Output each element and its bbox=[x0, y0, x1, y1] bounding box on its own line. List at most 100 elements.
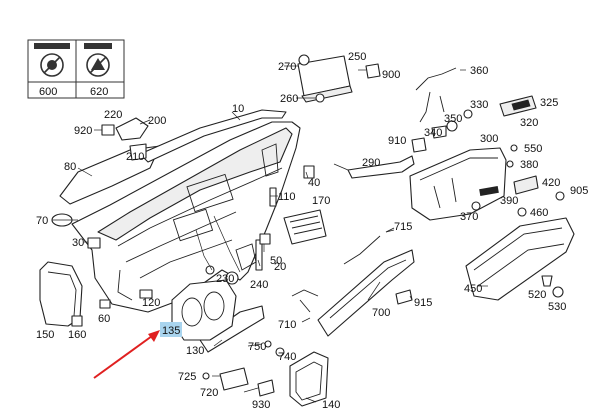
label-30: 30 bbox=[72, 237, 84, 249]
part-550-shape bbox=[510, 144, 518, 152]
part-210-shape bbox=[129, 143, 147, 161]
part-915-shape bbox=[395, 289, 413, 305]
part-250-shape bbox=[297, 54, 353, 103]
label-240: 240 bbox=[250, 279, 268, 291]
label-70: 70 bbox=[36, 215, 48, 227]
label-390: 390 bbox=[500, 195, 518, 207]
part-715-wire bbox=[343, 227, 395, 265]
part-110-shape bbox=[269, 187, 277, 207]
label-110: 110 bbox=[278, 191, 296, 203]
label-320: 320 bbox=[520, 117, 538, 129]
label-80: 80 bbox=[64, 161, 76, 173]
label-170: 170 bbox=[312, 195, 330, 207]
label-270: 270 bbox=[278, 61, 296, 73]
label-150: 150 bbox=[36, 329, 54, 341]
label-420: 420 bbox=[542, 177, 560, 189]
label-700: 700 bbox=[372, 307, 390, 319]
part-320-shape bbox=[499, 95, 537, 117]
legend-620: 620 bbox=[90, 86, 108, 98]
part-260-shape bbox=[315, 93, 325, 103]
label-750: 750 bbox=[248, 341, 266, 353]
part-700-shape bbox=[317, 249, 415, 337]
label-450: 450 bbox=[464, 283, 482, 295]
part-130-shape bbox=[199, 305, 265, 353]
part-920-shape bbox=[101, 124, 115, 136]
part-160-shape bbox=[71, 315, 83, 327]
part-530-shape bbox=[552, 286, 564, 298]
label-370: 370 bbox=[460, 211, 478, 223]
part-labels: 10 20 30 40 50 60 70 80 110 120 130 135 … bbox=[36, 51, 588, 411]
part-240-shape bbox=[225, 271, 239, 285]
label-720: 720 bbox=[200, 387, 218, 399]
part-290-shape bbox=[347, 155, 415, 179]
airbag-label-icon bbox=[34, 43, 70, 77]
part-900-shape bbox=[365, 63, 381, 79]
legend-boxes: 600 620 bbox=[27, 39, 125, 99]
part-420-shape bbox=[513, 175, 539, 195]
part-50-shape bbox=[259, 233, 271, 245]
part-520-shape bbox=[541, 275, 553, 287]
label-290: 290 bbox=[362, 157, 380, 169]
label-160: 160 bbox=[68, 329, 86, 341]
label-50: 50 bbox=[270, 255, 282, 267]
label-550: 550 bbox=[524, 143, 542, 155]
part-910-shape bbox=[411, 137, 427, 153]
label-325: 325 bbox=[540, 97, 558, 109]
label-230: 230 bbox=[216, 273, 234, 285]
label-300: 300 bbox=[480, 133, 498, 145]
center-console bbox=[409, 147, 507, 221]
part-340-shape bbox=[431, 125, 447, 139]
part-140-shape bbox=[289, 351, 329, 407]
label-740: 740 bbox=[278, 351, 296, 363]
warning-label-icon bbox=[84, 43, 112, 77]
label-10: 10 bbox=[232, 103, 244, 115]
label-910: 910 bbox=[388, 135, 406, 147]
part-740-shape bbox=[275, 347, 285, 357]
label-715: 715 bbox=[394, 221, 412, 233]
part-370-shape bbox=[471, 201, 481, 211]
part-200-shape bbox=[115, 117, 149, 141]
label-380: 380 bbox=[520, 159, 538, 171]
label-60: 60 bbox=[98, 313, 110, 325]
part-905-shape bbox=[555, 191, 565, 201]
part-40-shape bbox=[303, 165, 315, 179]
part-170-shape bbox=[283, 209, 327, 245]
label-210: 210 bbox=[126, 151, 144, 163]
label-710: 710 bbox=[278, 319, 296, 331]
part-450-shape bbox=[465, 217, 575, 301]
label-900: 900 bbox=[382, 69, 400, 81]
label-330: 330 bbox=[470, 99, 488, 111]
label-725: 725 bbox=[178, 371, 196, 383]
label-120: 120 bbox=[142, 297, 160, 309]
part-60-shape bbox=[99, 299, 111, 309]
part-380-shape bbox=[506, 160, 514, 168]
label-40: 40 bbox=[308, 177, 320, 189]
label-460: 460 bbox=[530, 207, 548, 219]
label-350: 350 bbox=[444, 113, 462, 125]
part-30-shape bbox=[87, 237, 101, 249]
part-710-wire bbox=[291, 289, 319, 313]
label-530: 530 bbox=[548, 301, 566, 313]
part-350-shape bbox=[446, 120, 458, 132]
label-340: 340 bbox=[424, 127, 442, 139]
label-260: 260 bbox=[280, 93, 298, 105]
label-220: 220 bbox=[104, 109, 122, 121]
label-130: 130 bbox=[186, 345, 204, 357]
part-10-shape bbox=[139, 109, 287, 163]
part-725-shape bbox=[202, 372, 210, 380]
part-360-cable bbox=[415, 67, 457, 123]
label-20: 20 bbox=[274, 261, 286, 273]
legend-600: 600 bbox=[39, 86, 57, 98]
label-140: 140 bbox=[322, 399, 340, 411]
pointer-arrow bbox=[93, 330, 160, 379]
part-750-shape bbox=[264, 340, 272, 348]
part-460-shape bbox=[517, 207, 527, 217]
label-360: 360 bbox=[470, 65, 488, 77]
highlight-135-box bbox=[160, 322, 182, 337]
leader-lines bbox=[52, 65, 488, 403]
part-720-shape bbox=[219, 367, 249, 391]
label-135: 135 bbox=[162, 325, 180, 337]
label-200: 200 bbox=[148, 115, 166, 127]
